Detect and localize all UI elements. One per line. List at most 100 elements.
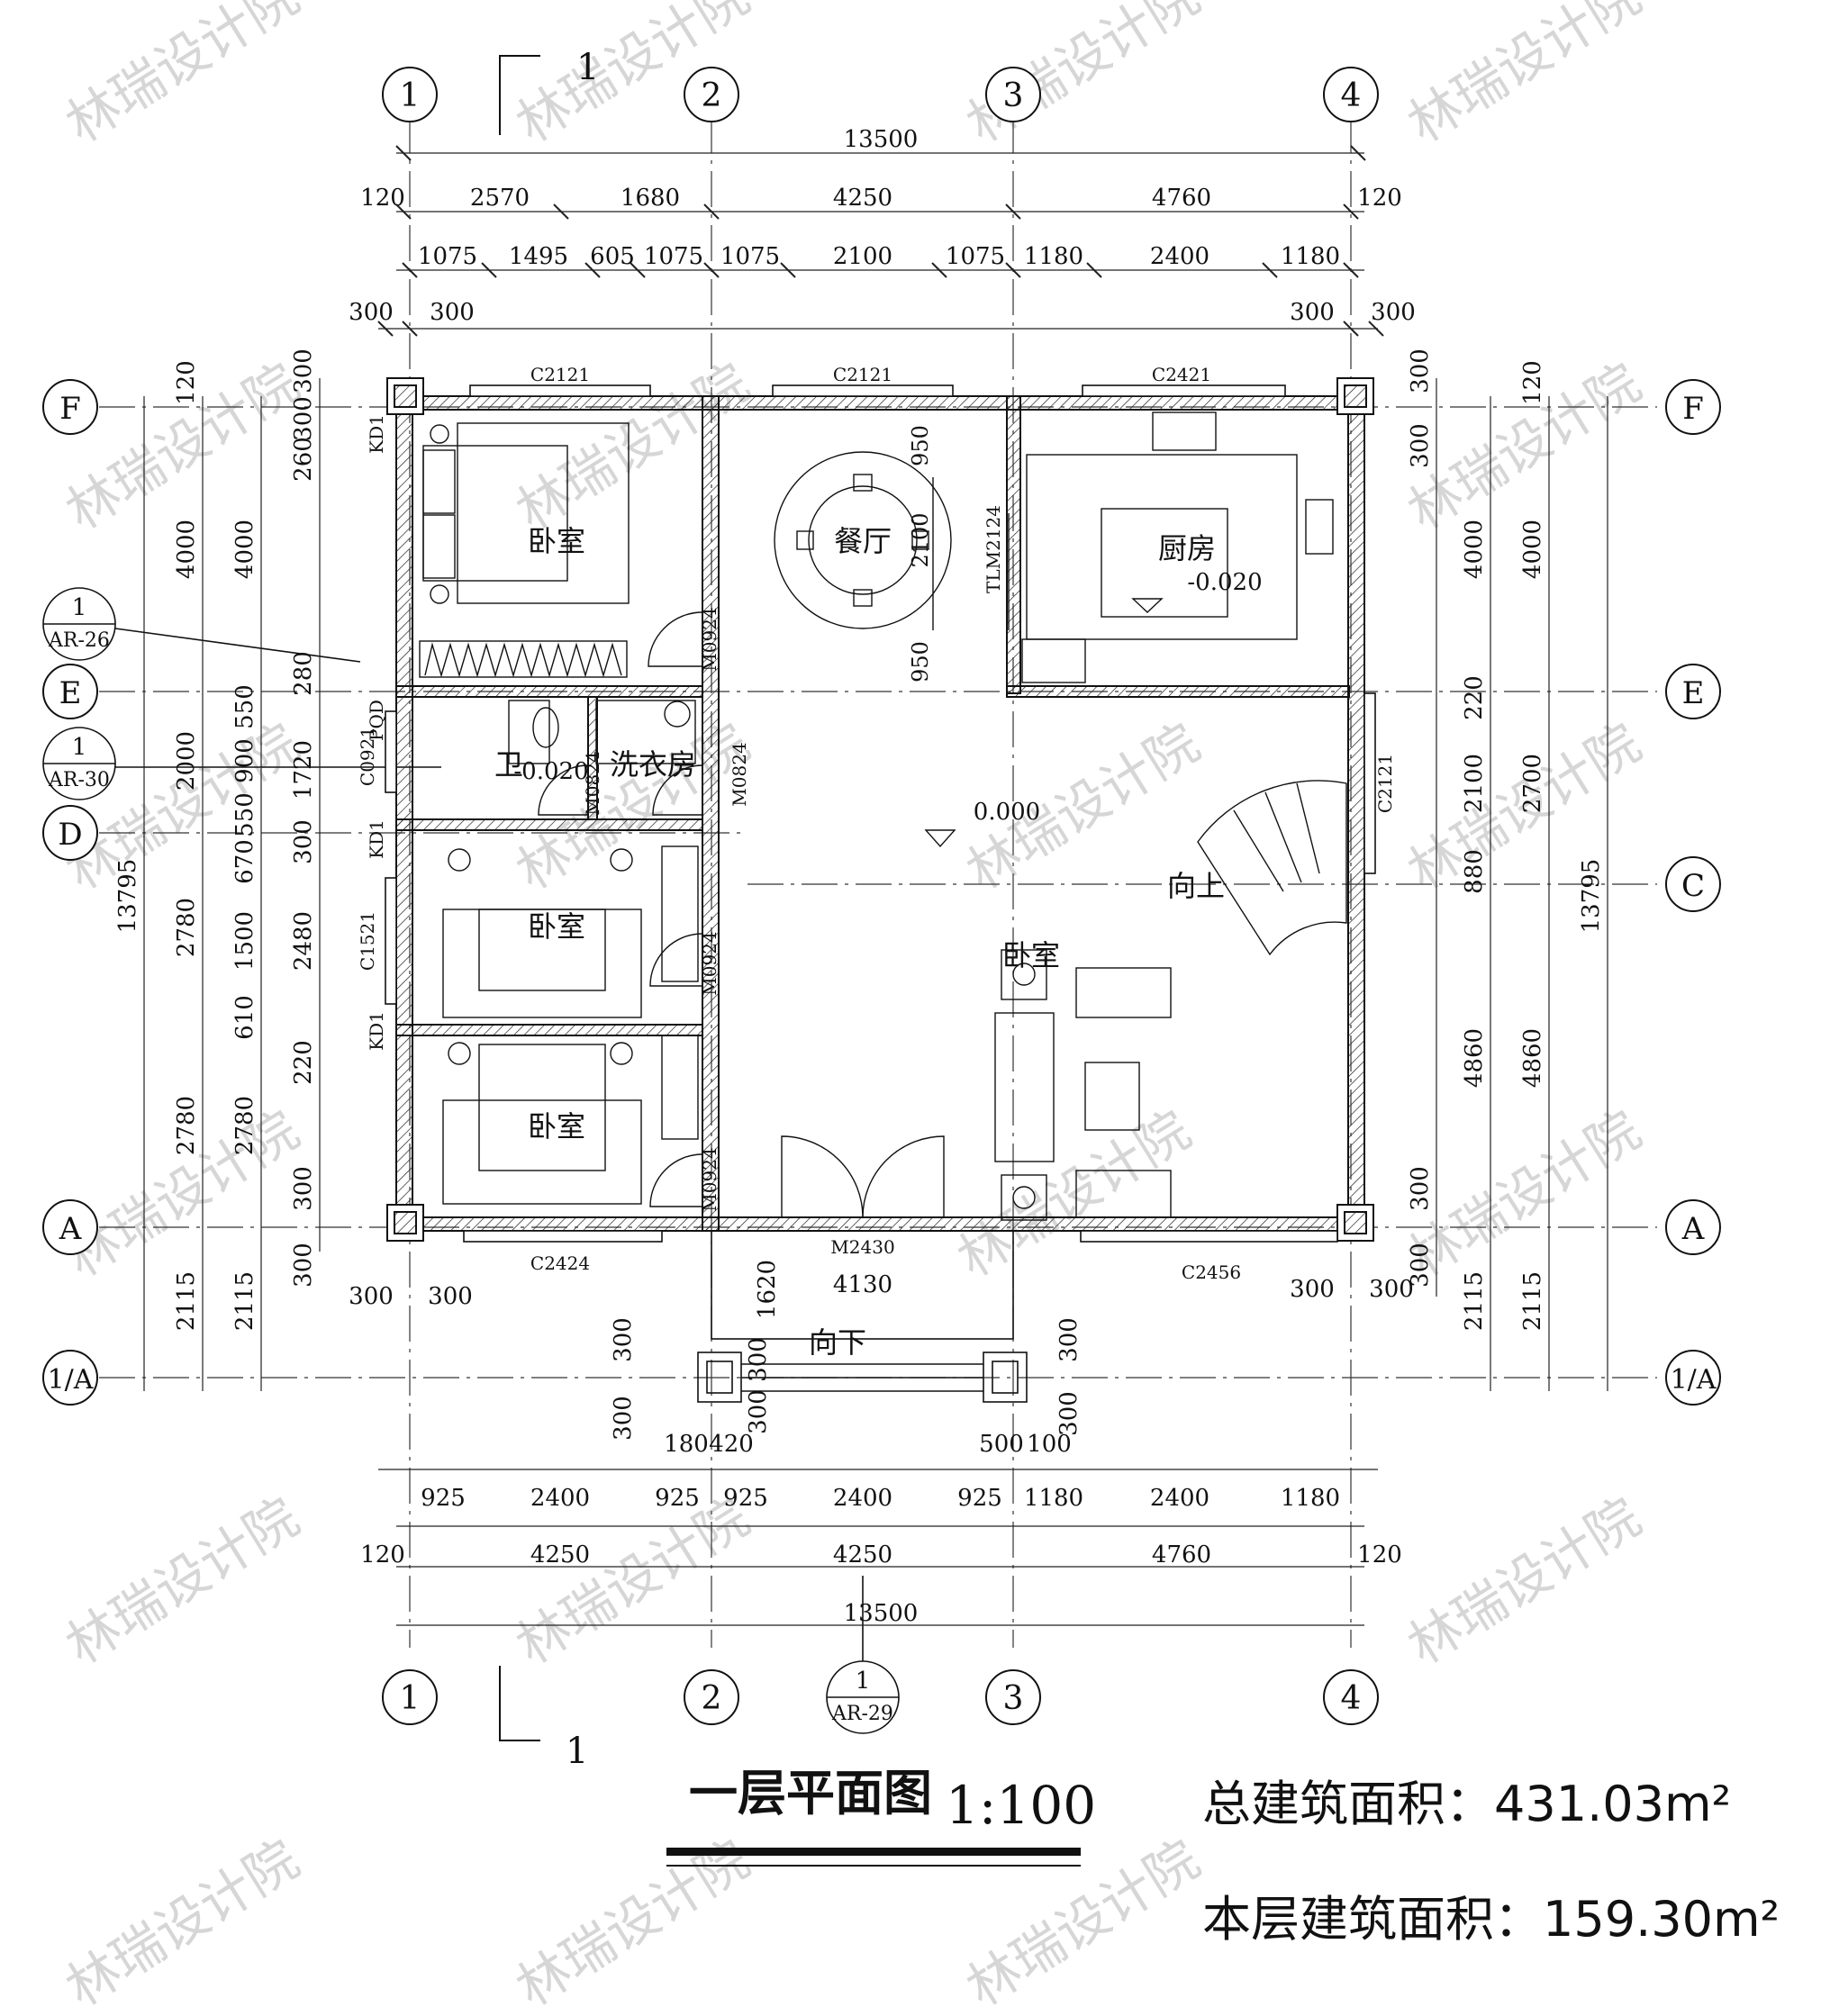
svg-text:1620: 1620 (754, 1260, 781, 1319)
watermark: 林瑞设计院 (947, 1099, 1200, 1289)
svg-text:1180: 1180 (1281, 243, 1340, 270)
svg-text:2100: 2100 (833, 243, 892, 270)
svg-text:2115: 2115 (1519, 1271, 1546, 1331)
room-label-bedroom-3: 卧室 (528, 1109, 585, 1144)
svg-text:-0.020: -0.020 (1187, 569, 1262, 596)
svg-text:3: 3 (1003, 1680, 1024, 1717)
svg-text:120: 120 (1357, 185, 1402, 212)
svg-text:KD1: KD1 (366, 1011, 387, 1051)
svg-text:C2121: C2121 (530, 364, 590, 385)
axis-bubble-2-bottom: 2 (684, 1669, 739, 1725)
svg-text:AR-30: AR-30 (48, 769, 110, 791)
axis-bubbles: 1 2 3 4 1 2 3 4 F E D A 1/A F E C A 1/A (42, 67, 1721, 1725)
stair-down-label: 向下 (809, 1325, 866, 1360)
svg-text:300: 300 (290, 1166, 317, 1211)
svg-text:C2421: C2421 (1152, 364, 1211, 385)
svg-text:1075: 1075 (644, 243, 703, 270)
svg-text:550: 550 (231, 684, 258, 729)
axis-bubble-F-right: F (1665, 379, 1721, 435)
svg-text:120: 120 (1357, 1541, 1402, 1569)
page-title: 一层平面图 (689, 1765, 932, 1822)
svg-text:300: 300 (610, 1396, 637, 1441)
axis-bubble-C-right: C (1665, 856, 1721, 912)
svg-text:2700: 2700 (1519, 754, 1546, 813)
svg-text:300: 300 (1055, 1317, 1083, 1362)
svg-text:300: 300 (1371, 299, 1416, 326)
svg-text:300: 300 (290, 396, 317, 441)
svg-text:300: 300 (290, 348, 317, 393)
callout-ar-29: 1 AR-29 (826, 1576, 900, 1734)
svg-text:2570: 2570 (470, 185, 530, 212)
axis-bubble-1-bottom: 1 (382, 1669, 438, 1725)
axis-bubble-A-right: A (1665, 1199, 1721, 1255)
svg-text:4250: 4250 (833, 1541, 892, 1569)
axis-bubble-3-bottom: 3 (985, 1669, 1041, 1725)
svg-text:M0824: M0824 (729, 742, 750, 806)
svg-text:925: 925 (655, 1485, 700, 1512)
svg-text:880: 880 (1461, 849, 1488, 894)
svg-text:925: 925 (421, 1485, 466, 1512)
svg-text:300: 300 (1407, 1243, 1434, 1288)
svg-text:220: 220 (1461, 675, 1488, 720)
floor-area: 本层建筑面积：159.30m² (1202, 1891, 1780, 1948)
svg-text:300: 300 (349, 299, 394, 326)
svg-text:2000: 2000 (173, 731, 200, 791)
room-label-dining: 餐厅 (834, 524, 892, 558)
svg-text:670: 670 (231, 839, 258, 884)
porch-dimensions: 1620 4130 300 300 300 300 300 300 180 42… (610, 1260, 1083, 1458)
axis-bubble-3-top: 3 (985, 67, 1041, 122)
furniture (419, 411, 1347, 1221)
svg-text:2400: 2400 (530, 1485, 590, 1512)
svg-text:PQD: PQD (366, 700, 387, 741)
svg-text:1/A: 1/A (48, 1364, 94, 1396)
callout-ar-30: 1 AR-30 (42, 727, 441, 800)
svg-text:4: 4 (1341, 77, 1362, 114)
watermark: 林瑞设计院 (55, 1487, 309, 1677)
svg-text:950: 950 (908, 641, 933, 683)
svg-text:220: 220 (290, 1040, 317, 1085)
svg-text:2115: 2115 (231, 1271, 258, 1331)
svg-text:1/A: 1/A (1671, 1364, 1717, 1396)
room-label-bath: 卫 (494, 747, 523, 782)
exterior-walls (386, 377, 1374, 1242)
svg-text:D: D (58, 817, 82, 853)
svg-text:2100: 2100 (908, 512, 933, 567)
svg-text:1: 1 (400, 77, 421, 114)
svg-text:0.000: 0.000 (974, 799, 1040, 826)
svg-text:550: 550 (231, 792, 258, 837)
svg-text:M2430: M2430 (830, 1236, 894, 1258)
svg-text:1180: 1180 (1281, 1485, 1340, 1512)
axis-bubble-2-top: 2 (684, 67, 739, 122)
svg-text:120: 120 (360, 185, 405, 212)
svg-text:-0.020: -0.020 (513, 758, 588, 785)
axis-bubble-1-top: 1 (382, 67, 438, 122)
room-label-kitchen: 厨房 (1158, 531, 1216, 565)
svg-text:4130: 4130 (833, 1271, 892, 1298)
svg-text:420: 420 (709, 1431, 754, 1458)
svg-text:300: 300 (610, 1317, 637, 1362)
opening-tags: C2121 C2121 C2421 C0921 C1521 C2424 C245… (357, 364, 1396, 1283)
svg-text:1075: 1075 (720, 243, 780, 270)
axis-bubble-4-top: 4 (1323, 67, 1379, 122)
svg-text:4760: 4760 (1152, 185, 1211, 212)
room-labels: 卧室 餐厅 厨房 卫 洗衣房 卧室 卧室 卧室 向上 向下 (494, 524, 1225, 1360)
watermark: 林瑞设计院 (505, 712, 759, 902)
svg-text:2780: 2780 (173, 898, 200, 957)
svg-text:950: 950 (908, 425, 933, 466)
svg-text:M0924: M0924 (699, 931, 720, 995)
stair-up-label: 向上 (1167, 869, 1225, 903)
svg-text:1075: 1075 (946, 243, 1005, 270)
room-label-bedroom-1: 卧室 (528, 524, 585, 558)
svg-text:120: 120 (360, 1541, 405, 1569)
svg-text:2780: 2780 (231, 1096, 258, 1155)
svg-text:1: 1 (566, 1731, 588, 1772)
svg-text:AR-26: AR-26 (48, 629, 110, 652)
watermark: 林瑞设计院 (1397, 1099, 1651, 1289)
dimension-texts-right: 13795 120 4000 4000 220 2100 2700 880 48… (1407, 348, 1605, 1331)
watermark: 林瑞设计院 (956, 1829, 1209, 2016)
svg-text:2115: 2115 (1461, 1271, 1488, 1331)
svg-text:4: 4 (1341, 1680, 1362, 1717)
svg-text:F: F (1682, 391, 1704, 427)
windows (385, 384, 1376, 1243)
svg-text:300: 300 (1290, 299, 1335, 326)
